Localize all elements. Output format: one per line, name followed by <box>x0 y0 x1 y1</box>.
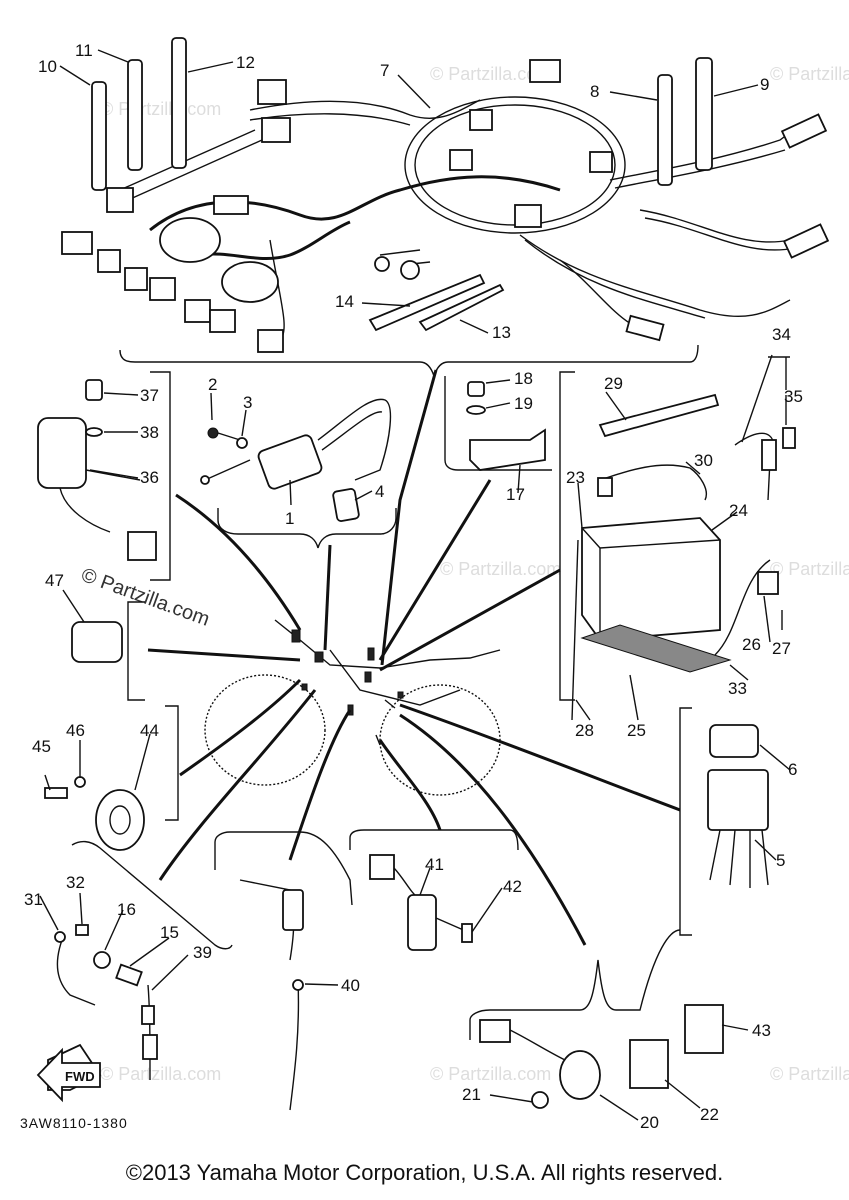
watermark-faint: © Partzilla.com <box>440 559 561 579</box>
callout-26: 26 <box>742 635 761 654</box>
callout-25: 25 <box>627 721 646 740</box>
main-switch-group <box>37 371 171 581</box>
callout-6: 6 <box>788 760 797 779</box>
callout-28: 28 <box>575 721 594 740</box>
callout-3: 3 <box>243 393 252 412</box>
callout-42: 42 <box>503 877 522 896</box>
callout-22: 22 <box>700 1105 719 1124</box>
leader-lines <box>147 369 681 946</box>
ignition-coil-group <box>200 398 397 549</box>
diagram-code: 3AW8110-1380 <box>20 1115 128 1131</box>
callout-38: 38 <box>140 423 159 442</box>
callout-20: 20 <box>640 1113 659 1132</box>
callout-46: 46 <box>66 721 85 740</box>
fwd-label: FWD <box>65 1069 95 1084</box>
regulator-group <box>444 376 552 471</box>
callout-33: 33 <box>728 679 747 698</box>
callout-23: 23 <box>566 468 585 487</box>
sensor-40-group <box>214 831 353 1111</box>
callout-41: 41 <box>425 855 444 874</box>
callout-19: 19 <box>514 394 533 413</box>
relay-47 <box>71 601 145 701</box>
callout-2: 2 <box>208 375 217 394</box>
callout-10: 10 <box>38 57 57 76</box>
callout-43: 43 <box>752 1021 771 1040</box>
callout-27: 27 <box>772 639 791 658</box>
callout-labels: 10 11 12 7 8 9 14 13 2 3 4 1 37 38 36 47… <box>24 41 803 1132</box>
fwd-arrow: FWD <box>36 1047 101 1103</box>
watermark-faint: © Partzilla.com <box>770 64 849 84</box>
callout-7: 7 <box>380 61 389 80</box>
callout-47: 47 <box>45 571 64 590</box>
callout-39: 39 <box>193 943 212 962</box>
callout-36: 36 <box>140 468 159 487</box>
callout-31: 31 <box>24 890 43 909</box>
callout-37: 37 <box>140 386 159 405</box>
callout-17: 17 <box>506 485 525 504</box>
watermark-faint: © Partzilla.com <box>430 64 551 84</box>
callout-44: 44 <box>140 721 159 740</box>
callout-24: 24 <box>729 501 748 520</box>
callout-13: 13 <box>492 323 511 342</box>
callout-12: 12 <box>236 53 255 72</box>
callout-11: 11 <box>75 41 93 60</box>
sensor-41-group <box>349 829 519 951</box>
wire-harness <box>61 37 830 379</box>
callout-45: 45 <box>32 737 51 756</box>
callout-34: 34 <box>772 325 791 344</box>
callout-1: 1 <box>285 509 294 528</box>
copyright-notice: ©2013 Yamaha Motor Corporation, U.S.A. A… <box>125 1160 724 1185</box>
electrical-parts-diagram: © Partzilla.com © Partzilla.com © Partzi… <box>20 37 849 1132</box>
callout-leaders <box>39 49 791 1121</box>
callout-9: 9 <box>760 75 769 94</box>
watermark-faint: © Partzilla.com <box>100 1064 221 1084</box>
callout-30: 30 <box>694 451 713 470</box>
fuse-box-group <box>679 707 769 936</box>
callout-4: 4 <box>375 482 384 501</box>
callout-14: 14 <box>335 292 354 311</box>
watermark-faint: © Partzilla.com <box>430 1064 551 1084</box>
starter-relay-group <box>469 929 724 1109</box>
callout-35: 35 <box>784 387 803 406</box>
callout-16: 16 <box>117 900 136 919</box>
callout-15: 15 <box>160 923 179 942</box>
horn-group <box>44 705 179 851</box>
watermark-faint: © Partzilla.com <box>770 1064 849 1084</box>
callout-32: 32 <box>66 873 85 892</box>
callout-29: 29 <box>604 374 623 393</box>
watermark-main: © Partzilla.com <box>78 564 212 631</box>
callout-8: 8 <box>590 82 599 101</box>
battery-group <box>559 356 796 721</box>
watermark-faint: © Partzilla.com <box>100 99 221 119</box>
callout-40: 40 <box>341 976 360 995</box>
watermark-faint: © Partzilla.com <box>770 559 849 579</box>
callout-18: 18 <box>514 369 533 388</box>
callout-5: 5 <box>776 851 785 870</box>
callout-21: 21 <box>462 1085 481 1104</box>
